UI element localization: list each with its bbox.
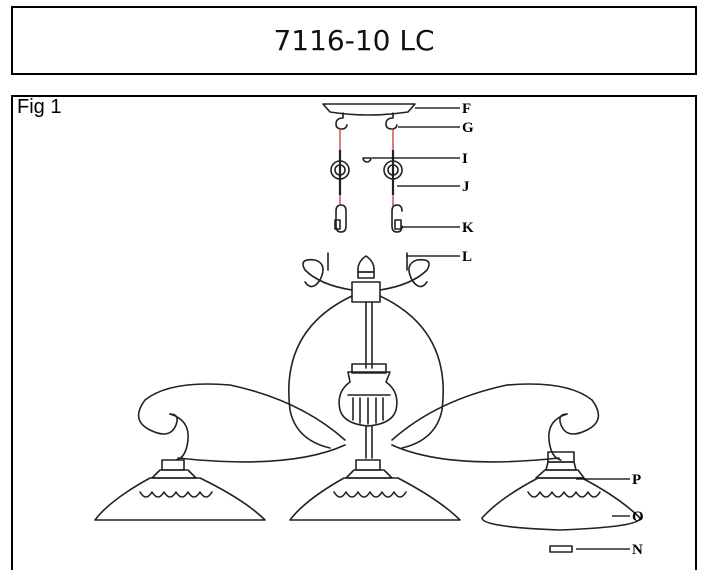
figure-frame bbox=[11, 95, 697, 570]
shade-left bbox=[94, 477, 266, 521]
part-label-n: N bbox=[632, 542, 643, 558]
quick-link-left bbox=[335, 204, 347, 233]
screw bbox=[362, 157, 372, 163]
figure-label: Fig 1 bbox=[17, 96, 62, 118]
part-label-p: P bbox=[632, 472, 641, 488]
center-hub bbox=[351, 281, 381, 303]
part-label-k: K bbox=[462, 220, 474, 236]
center-urn bbox=[338, 371, 398, 427]
hook-left bbox=[335, 112, 348, 130]
model-number-title: 7116-10 LC bbox=[11, 6, 697, 75]
shade-right bbox=[481, 477, 641, 531]
part-label-o: O bbox=[632, 509, 644, 525]
part-label-l: L bbox=[462, 249, 472, 265]
part-label-i: I bbox=[462, 151, 468, 167]
hook-right bbox=[385, 112, 398, 130]
shade-center bbox=[289, 477, 461, 521]
part-n bbox=[549, 545, 573, 553]
part-label-f: F bbox=[462, 101, 471, 117]
finial bbox=[357, 255, 375, 273]
canopy bbox=[322, 103, 416, 116]
part-label-g: G bbox=[462, 120, 474, 136]
part-label-j: J bbox=[462, 179, 470, 195]
